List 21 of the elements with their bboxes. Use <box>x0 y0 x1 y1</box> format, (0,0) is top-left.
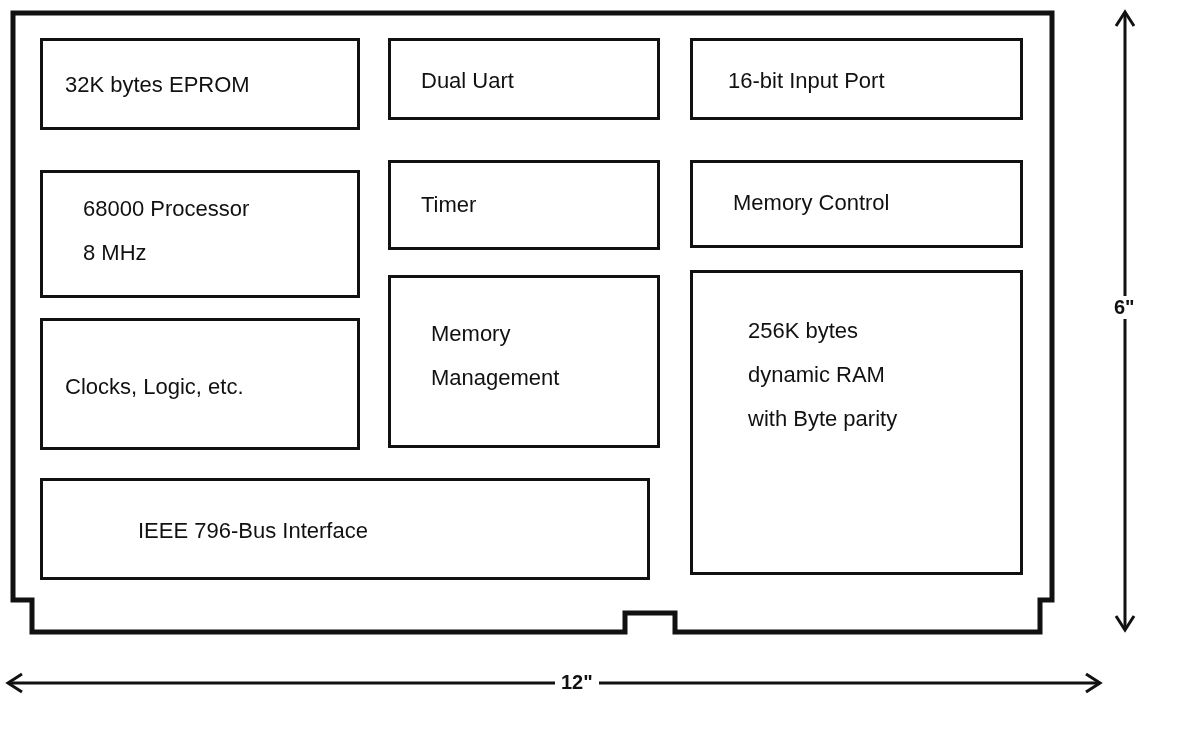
component-label: Memory Management <box>431 320 561 392</box>
component-label: 16-bit Input Port <box>728 67 886 95</box>
component-label: Clocks, Logic, etc. <box>65 373 245 401</box>
component-block <box>40 478 650 580</box>
component-label: 256K bytes dynamic RAM with Byte parity <box>748 317 899 433</box>
component-block <box>40 318 360 450</box>
component-block <box>690 38 1023 120</box>
component-label: 32K bytes EPROM <box>65 71 251 99</box>
component-label: 68000 Processor 8 MHz <box>83 195 251 267</box>
circuit-board-outline <box>10 10 1055 635</box>
component-label: Timer <box>421 191 478 219</box>
component-label: IEEE 796-Bus Interface <box>138 517 369 545</box>
component-block <box>388 38 660 120</box>
component-block <box>40 170 360 298</box>
component-block <box>690 270 1023 575</box>
component-block <box>40 38 360 130</box>
component-label: Dual Uart <box>421 67 515 95</box>
component-block <box>690 160 1023 248</box>
component-block <box>388 275 660 448</box>
component-block <box>388 160 660 250</box>
component-label: Memory Control <box>733 189 891 217</box>
